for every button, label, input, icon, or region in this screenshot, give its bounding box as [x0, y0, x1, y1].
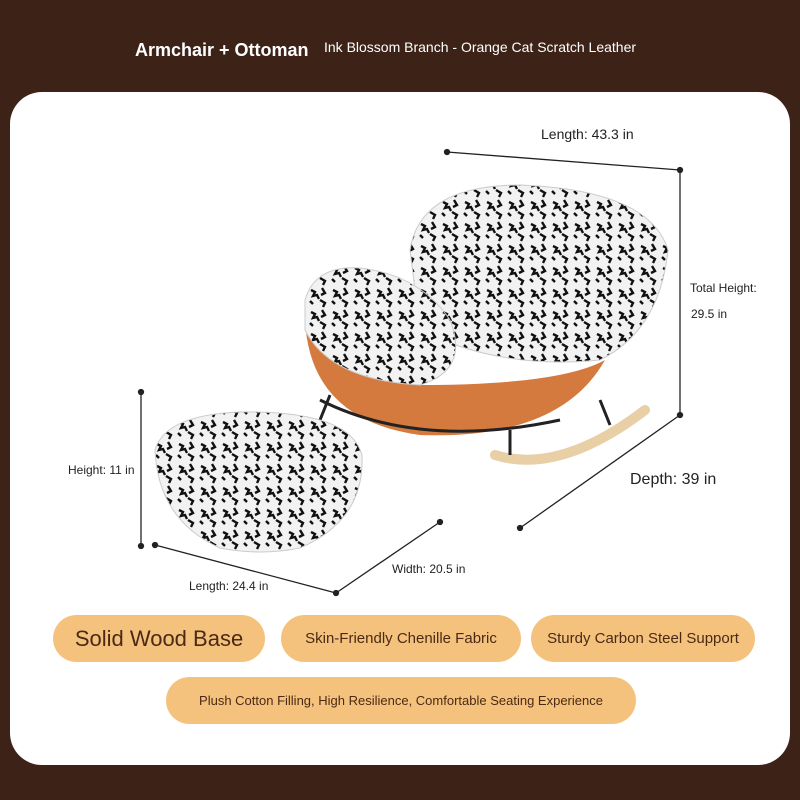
feature-steel-support: Sturdy Carbon Steel Support — [531, 615, 755, 662]
back-cushion — [409, 184, 669, 363]
feature-chenille-fabric: Skin-Friendly Chenille Fabric — [281, 615, 521, 662]
leather-shell — [305, 320, 605, 436]
ottoman — [154, 411, 363, 553]
chair-height-value: 29.5 in — [691, 307, 728, 321]
ottoman-length-label: Length: 24.4 in — [189, 579, 269, 593]
chair-length-label: Length: 43.3 in — [541, 126, 634, 142]
seat-cushion — [304, 267, 457, 386]
feature-cotton-filling: Plush Cotton Filling, High Resilience, C… — [166, 677, 636, 724]
ottoman-height-label: Height: 11 in — [68, 463, 135, 477]
product-title: Armchair + Ottoman — [135, 40, 309, 60]
wood-rocker — [490, 405, 650, 465]
dimension-lines — [137, 148, 684, 597]
variant-title: Ink Blossom Branch - Orange Cat Scratch … — [324, 39, 637, 55]
ottoman-width-label: Width: 20.5 in — [392, 562, 466, 576]
feature-wood-base: Solid Wood Base — [53, 615, 265, 662]
chair-depth-label: Depth: 39 in — [630, 471, 717, 488]
chair-height-label: Total Height: — [690, 281, 757, 295]
